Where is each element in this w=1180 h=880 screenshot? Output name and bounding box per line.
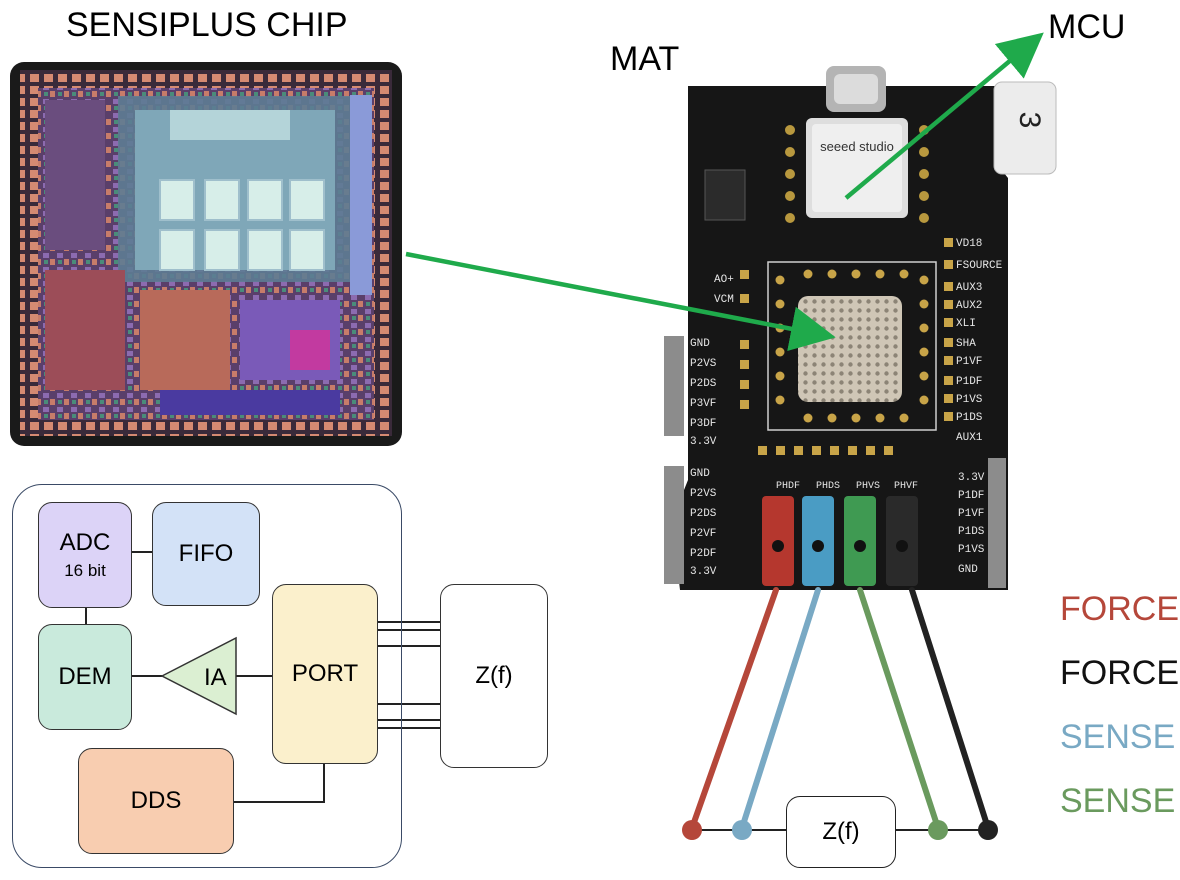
block-diagram-wiring [85,551,440,803]
terminal-nodes [682,820,998,840]
header-label-left: P2VF [690,528,716,540]
sense-wire-green [857,587,941,831]
pin-label-right: SHA [956,338,976,350]
bottom-impedance-label: Z(f) [822,818,860,845]
impedance-block: Z(f) [440,584,548,768]
force-wire-black [909,587,991,831]
dem-block: DEM [38,624,132,730]
probe-label: PHVF [894,481,918,492]
sense-wire-blue [739,587,821,831]
chip-title: SENSIPLUS CHIP [66,6,348,44]
pin-label-right: AUX2 [956,300,982,312]
chip-die-image [10,62,402,446]
pin-label-left: VCM [714,294,734,306]
mat-to-mcu-arrow [844,32,1044,200]
pin-label-left: 3.3V [690,436,717,448]
port-block: PORT [272,584,378,764]
probe-label: PHVS [856,481,880,492]
legend-force-black: FORCE [1060,654,1179,692]
chip-to-sensor-arrow [405,251,836,351]
dds-block: DDS [78,748,234,854]
fifo-block: FIFO [152,502,260,606]
pin-label-left: AO+ [714,274,734,286]
dds-label: DDS [130,787,182,814]
fifo-label: FIFO [178,540,234,567]
mcu-title: MCU [1048,8,1126,46]
pin-label-right: P1VS [956,394,983,406]
header-label-left: P2DF [690,548,716,560]
probe-sockets [762,496,918,586]
pin-label-right: AUX1 [956,432,983,444]
pin-label-right: XLI [956,318,976,330]
legend-force-red: FORCE [1060,590,1179,628]
header-label-left: P2DS [690,508,717,520]
pin-label-right: P1DF [956,376,982,388]
mat-title: MAT [610,40,680,78]
header-label-right: P1DF [958,490,984,502]
header-label-left: GND [690,468,710,480]
module-brand-text: seeed studio [820,139,894,154]
pin-label-left: GND [690,338,710,350]
pin-label-right: FSOURCE [956,260,1003,272]
mat-board: seeed studio 3 [664,66,1057,590]
header-label-left: P2VS [690,488,717,500]
force-wire-red [689,587,779,831]
bottom-impedance-box: Z(f) [786,796,896,868]
pin-label-right: AUX3 [956,282,982,294]
header-label-right: P1DS [958,526,985,538]
adc-label: ADC [59,529,111,556]
block-diagram-frame [12,484,402,868]
header-label-right: P1VS [958,544,985,556]
dem-label: DEM [58,663,112,690]
pin-label-left: P2DS [690,378,717,390]
pin-label-right: VD18 [956,238,982,250]
board-silkscreen: AO+ VCM GND P2VS P2DS P3VF P3DF 3.3V VD1… [690,238,1003,578]
port-label: PORT [291,660,359,687]
id-connector-label: 3 [1013,112,1046,129]
ia-amplifier-shape [160,636,237,716]
pin-label-right: P1DS [956,412,983,424]
legend-sense-blue: SENSE [1060,718,1176,756]
header-label-left: 3.3V [690,566,717,578]
impedance-label: Z(f) [475,662,513,689]
pin-label-right: P1VF [956,356,982,368]
pin-label-left: P3VF [690,398,716,410]
ia-label: IA [204,664,227,691]
header-label-right: 3.3V [958,472,985,484]
probe-label: PHDS [816,481,840,492]
header-label-right: P1VF [958,508,984,520]
probe-label: PHDF [776,481,800,492]
header-label-right: GND [958,564,978,576]
legend-sense-green: SENSE [1060,782,1176,820]
adc-block: ADC 16 bit [38,502,132,608]
pin-label-left: P2VS [690,358,717,370]
adc-bits-label: 16 bit [64,561,106,580]
pin-label-left: P3DF [690,418,716,430]
